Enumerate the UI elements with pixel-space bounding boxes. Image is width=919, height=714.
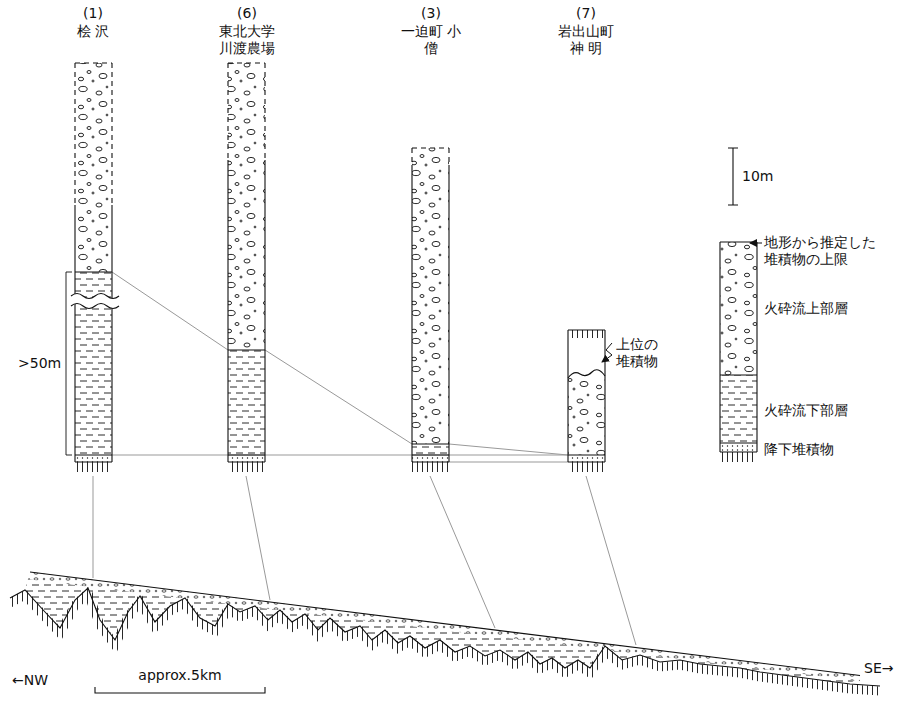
column-number: (3) (421, 5, 441, 22)
site-name: 一迫町 小 僧 (399, 23, 463, 57)
column-number: (7) (576, 5, 596, 22)
legend-label: 地形から推定した 堆積物の上限 (764, 234, 884, 268)
site-name: 桧 沢 (77, 23, 109, 40)
column-number: (1) (83, 5, 103, 22)
legend-label: 火砕流上部層 (764, 300, 848, 317)
direction-label: ←NW (12, 672, 48, 689)
site-name: 東北大学 川渡農場 (215, 23, 279, 57)
scale-label: approx.5km (138, 667, 221, 684)
thickness-label: >50m (18, 355, 61, 372)
legend-label: 降下堆積物 (764, 441, 834, 458)
scale-label: 10m (742, 168, 773, 185)
site-name: 岩出山町 神 明 (554, 23, 618, 57)
callout-label: 上位の 堆積物 (616, 336, 666, 370)
legend-label: 火砕流下部層 (764, 402, 848, 419)
direction-label: SE→ (864, 660, 893, 677)
column-number: (6) (237, 5, 257, 22)
